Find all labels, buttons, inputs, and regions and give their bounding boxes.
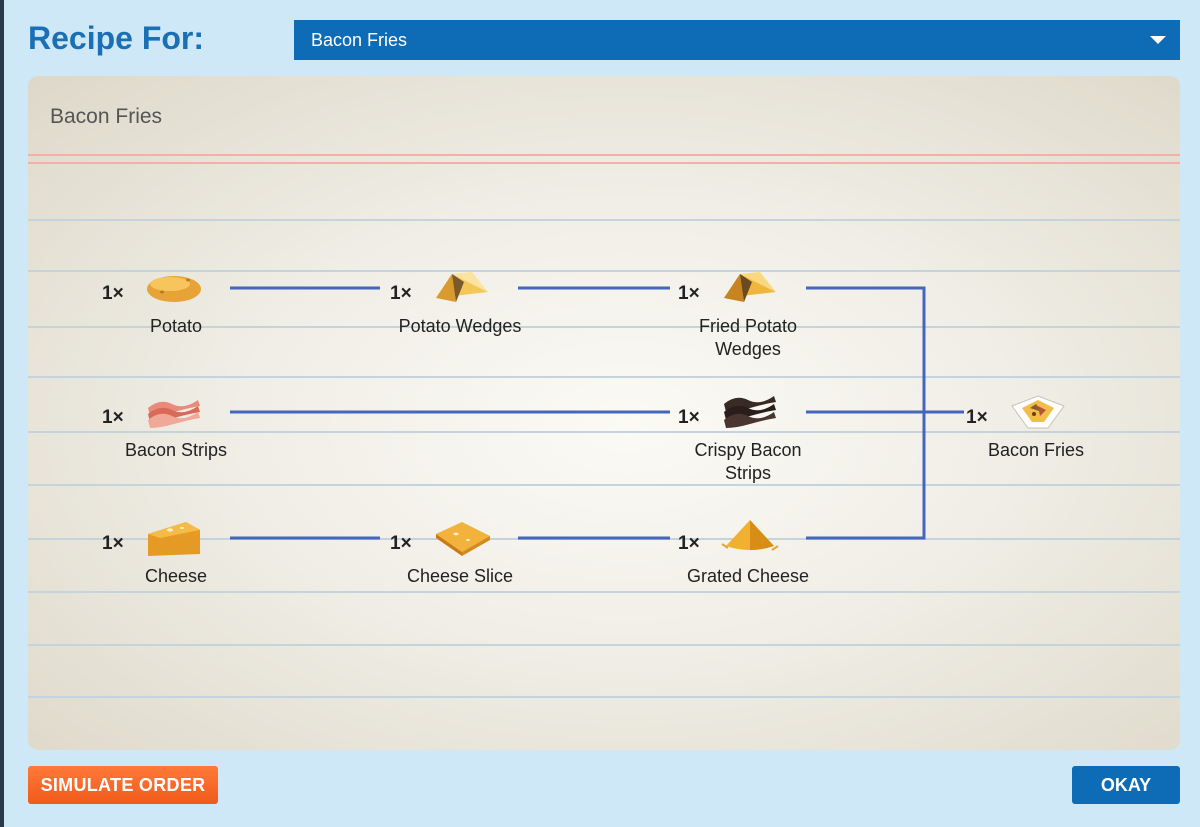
quantity-label: 1× <box>390 283 412 304</box>
ingredient-label: Bacon Fries <box>987 440 1085 460</box>
chevron-down-icon[interactable] <box>1150 36 1166 44</box>
paper-rule-line <box>28 431 1180 433</box>
paper-rule-line <box>28 270 1180 272</box>
quantity-label: 1× <box>678 283 700 304</box>
bacon-strips-icon <box>148 400 200 428</box>
paper-rule-line <box>28 376 1180 378</box>
potato-wedges-icon <box>436 272 488 302</box>
quantity-label: 1× <box>966 407 988 428</box>
crispy-bacon-strips-icon <box>724 396 776 428</box>
quantity-label: 1× <box>102 407 124 428</box>
label-line: Fried Potato <box>698 316 798 336</box>
paper-rule-line <box>28 696 1180 698</box>
quantity-label: 1× <box>102 533 124 554</box>
ingredient-label: Potato Wedges <box>398 316 522 336</box>
quantity-label: 1× <box>678 407 700 428</box>
ingredient-label: Cheese <box>144 566 208 586</box>
paper-rule-line <box>28 644 1180 646</box>
label-line: Strips <box>724 463 771 483</box>
ingredient-label: Cheese Slice <box>406 566 514 586</box>
paper-rule-line <box>28 219 1180 221</box>
paper-rule-line <box>28 484 1180 486</box>
paper-rule-line <box>28 591 1180 593</box>
simulate-order-button[interactable]: SIMULATE ORDER <box>28 766 218 804</box>
card-title: Bacon Fries <box>50 105 163 128</box>
cheese-icon <box>148 522 200 556</box>
recipe-card: Bacon Fries 1× Potato <box>28 76 1180 750</box>
recipe-connectors <box>230 286 964 540</box>
ingredient-label: Fried Potato Wedges <box>668 315 828 361</box>
quantity-label: 1× <box>102 283 124 304</box>
ingredient-label: Grated Cheese <box>686 566 810 586</box>
dialog-title: Recipe For: <box>28 20 205 56</box>
recipe-select-value: Bacon Fries <box>311 29 408 50</box>
label-line: Wedges <box>715 339 781 359</box>
paper-margin-line <box>28 162 1180 164</box>
recipe-dialog: Recipe For: Bacon Fries Bacon Fries <box>4 0 1200 827</box>
paper-margin-line <box>28 154 1180 156</box>
bacon-fries-icon <box>1011 395 1065 429</box>
recipe-select[interactable]: Bacon Fries <box>294 20 1180 60</box>
quantity-label: 1× <box>390 533 412 554</box>
ingredient-label: Potato <box>149 316 203 336</box>
grated-cheese-icon <box>721 520 779 551</box>
okay-button[interactable]: OKAY <box>1072 766 1180 804</box>
label-line: Crispy Bacon <box>694 440 802 460</box>
ingredient-label: Crispy Bacon Strips <box>668 439 828 485</box>
ingredient-label: Bacon Strips <box>124 440 228 460</box>
cheese-slice-icon <box>436 522 490 556</box>
quantity-label: 1× <box>678 533 700 554</box>
paper-rule-line <box>28 326 1180 328</box>
potato-icon <box>147 276 201 302</box>
fried-potato-wedges-icon <box>724 272 776 302</box>
